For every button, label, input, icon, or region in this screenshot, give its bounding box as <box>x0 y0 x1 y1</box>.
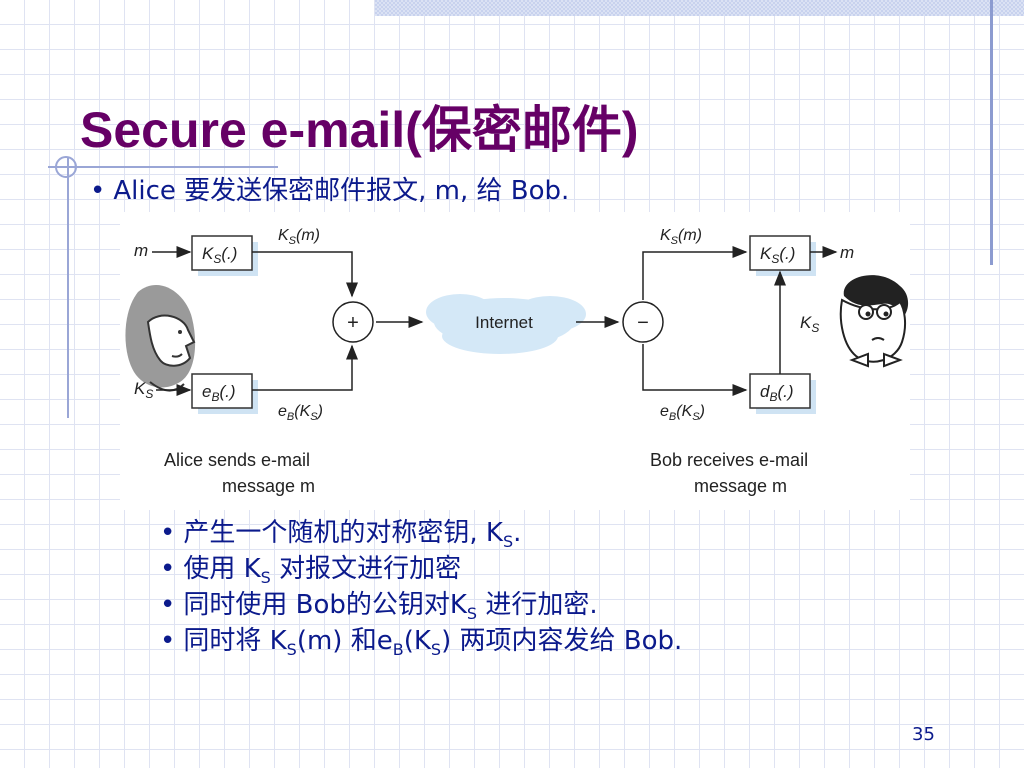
db-decrypt-box <box>749 373 811 409</box>
svg-text:eB(.): eB(.) <box>202 382 236 404</box>
eb-box-label: e <box>202 382 211 401</box>
bob-caption-line1: Bob receives e-mail <box>650 450 808 470</box>
svg-text:eB(KS): eB(KS) <box>278 403 323 423</box>
plus-operator <box>332 301 374 343</box>
ks-encrypt-box <box>191 235 253 271</box>
eb-ks-right-label: e <box>660 403 669 420</box>
eb-ks-right-arg: (K <box>676 403 693 420</box>
svg-text:KS(m): KS(m) <box>660 227 702 247</box>
step-item: •使用 KS 对报文进行加密 <box>160 554 462 588</box>
right-decor-line <box>990 0 993 265</box>
eb-box-arg: (.) <box>219 382 235 401</box>
m-output-label: m <box>840 243 854 262</box>
eb-encrypt-box <box>191 373 253 409</box>
ks-m-right-arg: (m) <box>678 227 702 244</box>
intro-text: Alice 要发送保密邮件报文, m, 给 Bob. <box>113 176 570 206</box>
left-decor-line <box>67 158 69 418</box>
top-decor-bar <box>375 0 1024 16</box>
eb-ks-left-arg: (K <box>294 403 311 420</box>
svg-text:KS(.): KS(.) <box>202 244 237 266</box>
circle-decor <box>55 156 77 178</box>
ks-out-box-label: K <box>760 244 772 263</box>
step-item: •产生一个随机的对称密钥, KS. <box>160 518 522 552</box>
bullet-marker: • <box>90 176 106 206</box>
ks-box-arg: (.) <box>221 244 237 263</box>
ks-input-main: K <box>134 379 146 398</box>
plus-sign: + <box>347 312 359 334</box>
minus-operator <box>622 301 664 343</box>
secure-email-diagram: m KS KS(.) eB(.) KS(m) eB(KS) + Internet… <box>120 212 910 510</box>
ks-input-label: KS <box>134 379 153 401</box>
ks-decrypt-box <box>749 235 811 271</box>
step-item: •同时将 KS(m) 和eB(KS) 两项内容发给 Bob. <box>160 626 683 660</box>
internet-label: Internet <box>475 313 533 332</box>
db-box-arg: (.) <box>777 382 793 401</box>
ks-out-box-arg: (.) <box>779 244 795 263</box>
svg-text:eB(KS): eB(KS) <box>660 403 705 423</box>
internet-cloud <box>426 294 586 354</box>
page-number: 35 <box>912 724 935 745</box>
svg-text:dB(.): dB(.) <box>760 382 794 404</box>
alice-caption-line1: Alice sends e-mail <box>164 450 310 470</box>
steps-list: •产生一个随机的对称密钥, KS. •使用 KS 对报文进行加密 •同时使用 B… <box>160 515 682 659</box>
m-input-label: m <box>134 241 148 260</box>
minus-sign: − <box>637 312 649 334</box>
intro-bullet-line: •Alice 要发送保密邮件报文, m, 给 Bob. <box>90 170 569 207</box>
svg-text:KS: KS <box>800 313 819 335</box>
ks-vertical-label: K <box>800 313 812 332</box>
slide-title: Secure e-mail(保密邮件) <box>80 102 639 158</box>
svg-text:KS(m): KS(m) <box>278 227 320 247</box>
eb-ks-left-label: e <box>278 403 287 420</box>
bob-figure <box>839 275 909 368</box>
ks-m-left-arg: (m) <box>296 227 320 244</box>
svg-text:KS(.): KS(.) <box>760 244 795 266</box>
ks-m-right-label: K <box>660 227 672 244</box>
alice-figure <box>125 285 196 392</box>
alice-caption-line2: message m <box>222 476 315 496</box>
db-box-label: d <box>760 382 770 401</box>
title-underline-decor <box>48 166 278 168</box>
step-item: •同时使用 Bob的公钥对KS 进行加密. <box>160 590 598 624</box>
ks-box-label: K <box>202 244 214 263</box>
ks-m-left-label: K <box>278 227 290 244</box>
bob-caption-line2: message m <box>694 476 787 496</box>
